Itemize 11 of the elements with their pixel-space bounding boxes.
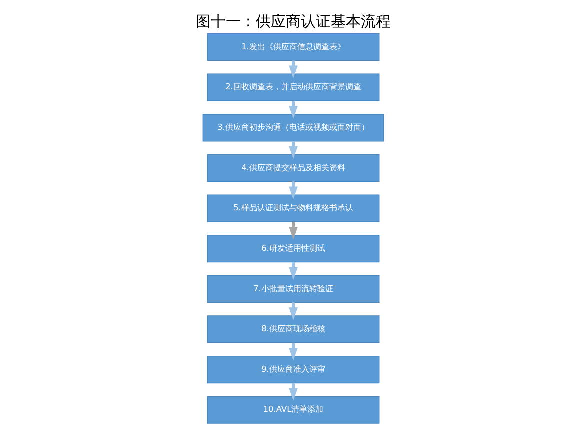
node-box: 5.样品认证测试与物料规格书承认: [206, 194, 380, 222]
node-box: 4.供应商提交样品及相关资料: [206, 154, 380, 182]
node-box: 3.供应商初步沟通（电话或视频或面对面）: [202, 114, 384, 142]
node-box: 2.回收调查表，并启动供应商背景调查: [206, 74, 380, 102]
node-box: 8.供应商现场稽核: [206, 316, 380, 344]
node-box: 10.AVL清单添加: [206, 396, 380, 424]
node-box: 9.供应商准入评审: [206, 356, 380, 384]
node-box: 7.小批量试用流转验证: [206, 275, 380, 303]
node-box: 6.研发适用性测试: [206, 235, 380, 263]
diagram-title: 图十一：供应商认证基本流程: [196, 12, 390, 30]
node-box: 1.发出《供应商信息调查表》: [206, 33, 380, 62]
